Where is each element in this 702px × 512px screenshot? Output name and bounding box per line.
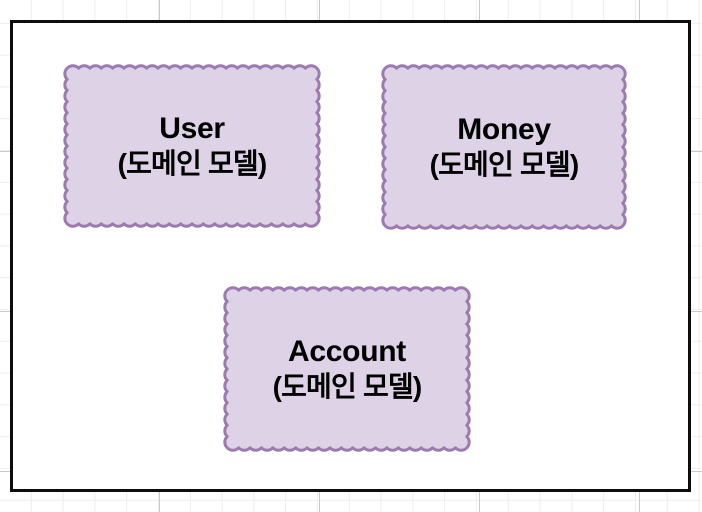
scalloped-cloud-shape [63, 64, 321, 228]
scalloped-cloud-shape [223, 286, 471, 452]
domain-node-user[interactable]: User (도메인 모델) [62, 63, 322, 229]
domain-node-money-title: Money [457, 113, 551, 147]
scalloped-cloud-shape [381, 64, 627, 230]
domain-node-account[interactable]: Account (도메인 모델) [222, 285, 472, 453]
domain-node-money-text: Money (도메인 모델) [422, 113, 587, 180]
domain-node-account-subtitle: (도메인 모델) [272, 370, 423, 402]
domain-node-user-text: User (도메인 모델) [110, 112, 275, 179]
domain-node-account-text: Account (도메인 모델) [265, 335, 430, 402]
domain-node-money[interactable]: Money (도메인 모델) [380, 63, 628, 231]
domain-node-user-subtitle: (도메인 모델) [117, 147, 268, 179]
domain-node-account-title: Account [288, 335, 406, 369]
domain-node-user-title: User [159, 112, 225, 146]
domain-node-money-subtitle: (도메인 모델) [429, 148, 580, 180]
